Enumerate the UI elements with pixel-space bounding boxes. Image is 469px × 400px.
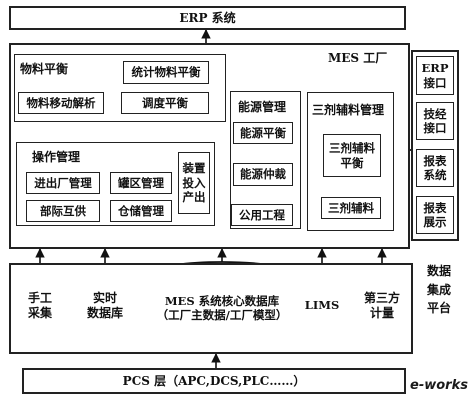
chemicals-label: 三剂辅料 [328,200,374,215]
report-display-box: 报表 展示 [416,196,454,234]
dispatch-balance-label: 调度平衡 [142,95,188,110]
dispatch-balance-box: 调度平衡 [121,92,209,114]
erp-interface-label: ERP 接口 [421,61,449,90]
storage-box: 仓储管理 [110,200,172,222]
material-balance-title: 物料平衡 [20,62,69,76]
erp-interface-box: ERP 接口 [416,56,454,95]
watermark-logo: e-works [410,378,468,393]
lims-label: LIMS [304,290,340,320]
in-out-box: 进出厂管理 [26,172,100,194]
operation-mgmt-title: 操作管理 [32,150,81,164]
device-io-label: 装置 投入 产出 [182,161,206,205]
pcs-layer-label: PCS 层（APC,DCS,PLC……） [122,373,306,388]
stat-material-balance-label: 统计物料平衡 [131,65,201,80]
data-platform-label: 数据 集成 平台 [427,264,452,316]
third-party-label: 第三方 计量 [358,284,406,328]
report-display-label: 报表 展示 [423,200,447,229]
realtime-db-text: 实时 数据库 [86,291,123,320]
tech-interface-label: 技经 接口 [423,106,447,135]
data-platform-frame [9,263,413,354]
inter-dept-box: 部际互供 [26,200,100,222]
chemicals-box: 三剂辅料 [321,197,381,219]
move-analysis-label: 物料移动解析 [26,95,96,110]
chemicals-balance-box: 三剂辅料 平衡 [323,134,381,177]
manual-collect-label: 手工 采集 [18,284,62,328]
tank-area-label: 罐区管理 [118,175,164,190]
energy-arbitration-box: 能源仲裁 [233,163,293,186]
mes-factory-label: MES 工厂 [328,51,388,65]
inter-dept-label: 部际互供 [40,203,86,218]
pcs-layer-box: PCS 层（APC,DCS,PLC……） [22,368,406,394]
device-io-box: 装置 投入 产出 [178,152,210,214]
tech-interface-box: 技经 接口 [416,102,454,140]
tank-area-box: 罐区管理 [110,172,172,194]
realtime-db-label: 实时 数据库 [78,284,132,328]
energy-balance-box: 能源平衡 [233,122,293,144]
stat-material-balance-box: 统计物料平衡 [123,61,209,84]
energy-balance-label: 能源平衡 [240,125,286,140]
core-db-text: MES 系统核心数据库 （工厂主数据/工厂模型） [156,293,288,322]
erp-system-box: ERP 系统 [9,6,406,30]
in-out-label: 进出厂管理 [34,175,92,190]
manual-collect-text: 手工 采集 [27,291,52,320]
energy-mgmt-title: 能源管理 [238,100,287,114]
core-db-label: MES 系统核心数据库 （工厂主数据/工厂模型） [156,286,288,330]
report-system-box: 报表 系统 [416,149,454,187]
storage-label: 仓储管理 [118,203,164,218]
report-system-label: 报表 系统 [423,153,447,182]
utility-box: 公用工程 [231,204,293,226]
third-party-text: 第三方 计量 [363,291,400,320]
chemicals-balance-label: 三剂辅料 平衡 [329,141,375,170]
energy-arbitration-label: 能源仲裁 [240,167,286,182]
move-analysis-box: 物料移动解析 [18,92,104,114]
erp-system-label: ERP 系统 [179,10,236,25]
chemicals-mgmt-title: 三剂辅料管理 [312,103,385,117]
lims-text: LIMS [304,297,340,312]
utility-label: 公用工程 [239,207,285,222]
